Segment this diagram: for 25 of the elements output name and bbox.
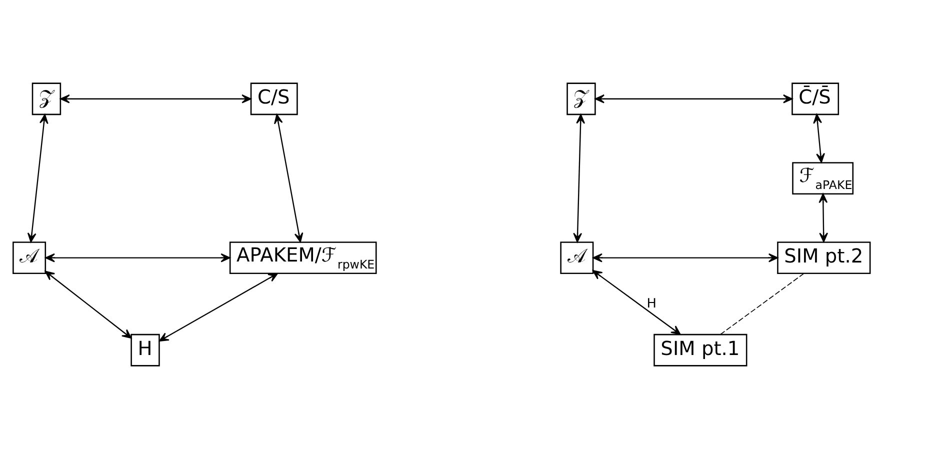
arrow <box>274 114 304 242</box>
node-box: C/S <box>250 82 298 116</box>
node-box: 𝒵 <box>566 82 596 116</box>
node-box: H <box>130 334 160 366</box>
arrow <box>44 270 132 339</box>
arrow <box>45 253 230 262</box>
arrow <box>594 94 793 104</box>
node-box: C̄/S̄ <box>792 82 840 116</box>
arrow <box>159 272 278 342</box>
arrow <box>60 94 252 104</box>
connector <box>720 273 804 335</box>
arrow <box>592 253 778 262</box>
arrow <box>592 270 681 335</box>
arrow <box>573 114 586 242</box>
arrow <box>813 114 825 163</box>
node-box: SIM pt.1 <box>654 334 748 366</box>
arrow <box>818 193 828 242</box>
edge-label: H <box>646 296 656 312</box>
node-box: 𝒵 <box>32 82 62 116</box>
node-box: SIM pt.2 <box>777 242 871 274</box>
node-box: ℱ$_{aPAKE}$ <box>792 162 854 195</box>
node-box: APAKEM/ℱ$_{rpwKE}$ <box>229 242 377 274</box>
node-box: 𝒜 <box>560 242 594 274</box>
arrow <box>27 114 48 242</box>
node-box: 𝒜 <box>12 242 46 274</box>
